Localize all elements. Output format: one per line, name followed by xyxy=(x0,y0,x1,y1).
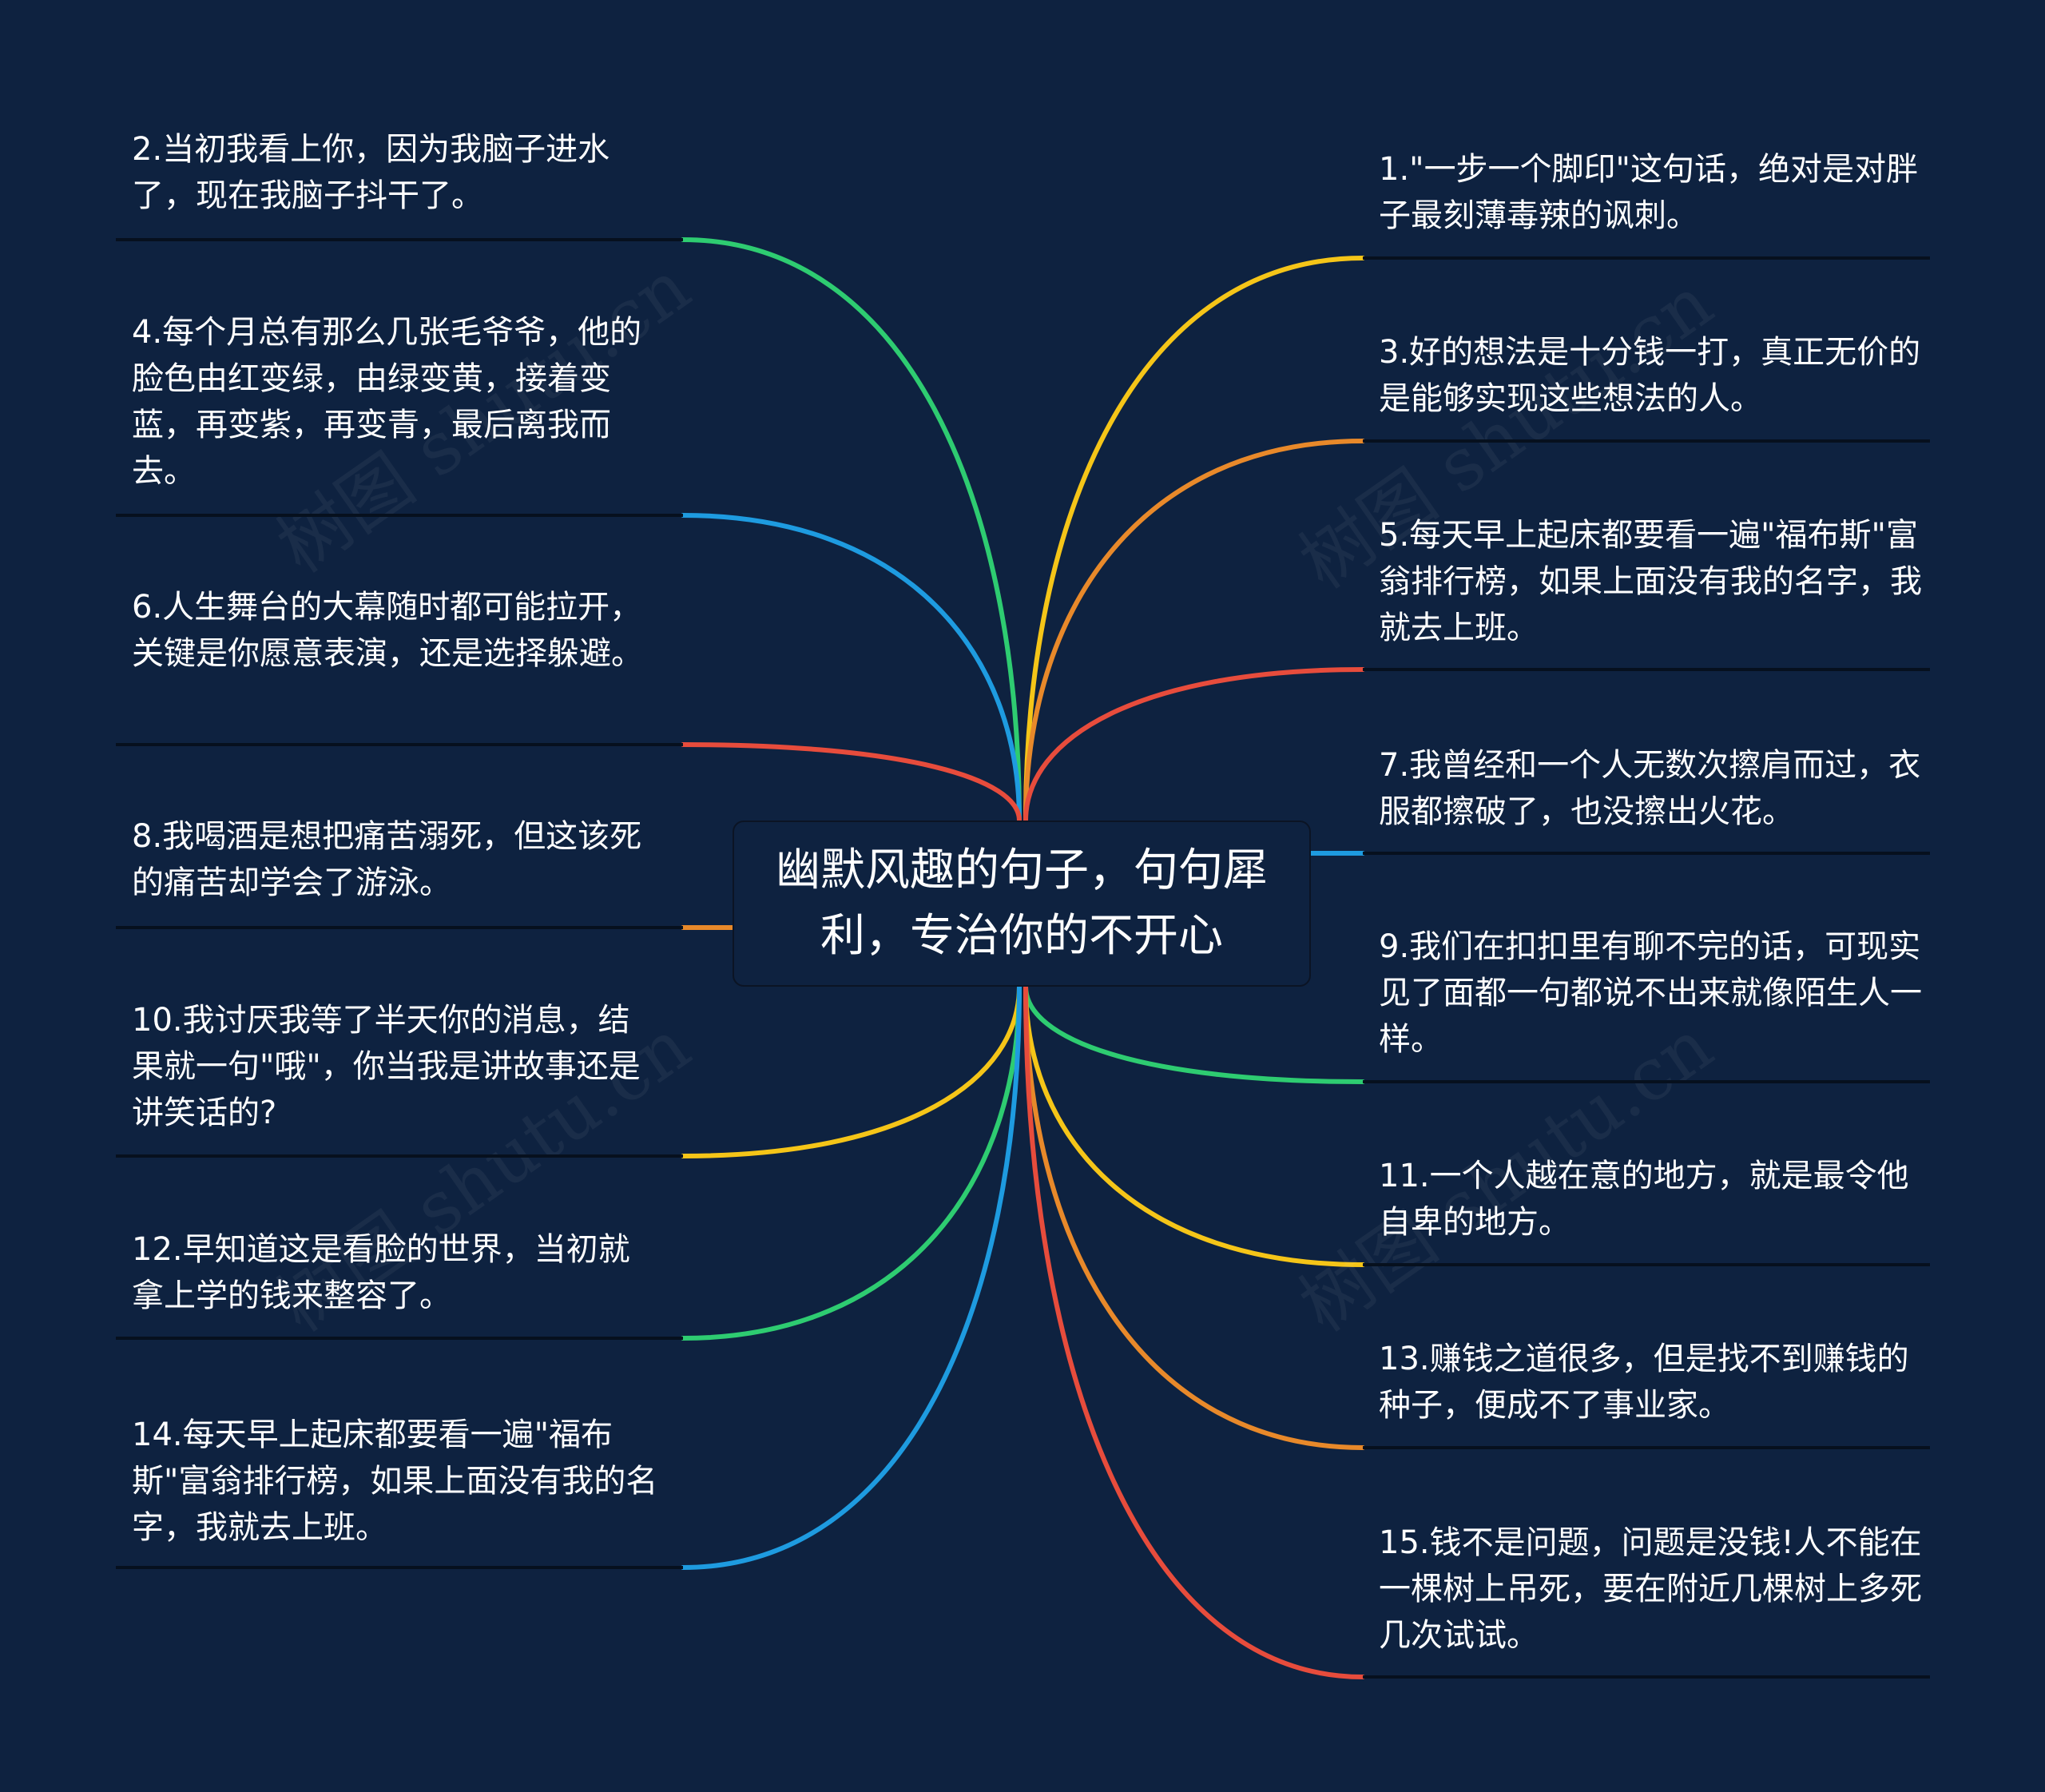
left-topic-3[interactable]: 6.人生舞台的大幕随时都可能拉开，关键是你愿意表演，还是选择躲避。 xyxy=(132,589,643,672)
right-topic-7[interactable]: 13.赚钱之道很多，但是找不到赚钱的种子，便成不了事业家。 xyxy=(1379,1341,1909,1424)
right-topic-2[interactable]: 3.好的想法是十分钱一打，真正无价的是能够实现这些想法的人。 xyxy=(1379,334,1921,417)
right-topic-underline xyxy=(1363,1263,1930,1266)
connector-right-8 xyxy=(1023,984,1365,1679)
connector-left-1 xyxy=(681,237,1022,823)
connector-right-7 xyxy=(1023,984,1365,1450)
left-topic-5[interactable]: 10.我讨厌我等了半天你的消息，结果就一句"哦"，你当我是讲故事还是讲笑话的? xyxy=(132,1002,641,1131)
connector-right-2 xyxy=(1023,439,1365,823)
connector-left-2 xyxy=(681,513,1022,823)
left-topic-underline xyxy=(116,743,683,746)
left-topic-underline xyxy=(116,238,683,241)
right-topic-5[interactable]: 9.我们在扣扣里有聊不完的话，可现实见了面都一句都说不出来就像陌生人一样。 xyxy=(1379,928,1922,1058)
central-topic[interactable]: 幽默风趣的句子，句句犀利，专治你的不开心 xyxy=(733,821,1311,987)
left-topic-underline xyxy=(116,1566,683,1569)
right-topic-underline xyxy=(1363,1080,1930,1083)
right-topic-6[interactable]: 11.一个人越在意的地方，就是最令他自卑的地方。 xyxy=(1379,1158,1909,1241)
left-topic-underline xyxy=(116,926,683,929)
right-topic-underline xyxy=(1363,1446,1930,1449)
connector-right-6 xyxy=(1023,984,1365,1267)
right-topic-3[interactable]: 5.每天早上起床都要看一遍"福布斯"富翁排行榜，如果上面没有我的名字，我就去上班… xyxy=(1379,517,1922,646)
connector-right-5 xyxy=(1023,984,1365,1084)
right-topic-underline xyxy=(1363,668,1930,671)
left-topic-underline xyxy=(116,514,683,517)
connector-left-7 xyxy=(681,984,1022,1570)
connector-left-6 xyxy=(681,984,1022,1341)
left-topic-7[interactable]: 14.每天早上起床都要看一遍"福布斯"富翁排行榜，如果上面没有我的名字，我就去上… xyxy=(132,1417,658,1546)
left-topic-2[interactable]: 4.每个月总有那么几张毛爷爷，他的脸色由红变绿，由绿变黄，接着变蓝，再变紫，再变… xyxy=(132,314,642,490)
connector-right-3 xyxy=(1023,667,1365,823)
left-topic-4[interactable]: 8.我喝酒是想把痛苦溺死，但这该死的痛苦却学会了游泳。 xyxy=(132,818,642,901)
central-topic-title: 幽默风趣的句子，句句犀利，专治你的不开心 xyxy=(776,844,1268,962)
left-topic-underline xyxy=(116,1154,683,1158)
left-topic-underline xyxy=(116,1337,683,1340)
right-topic-underline xyxy=(1363,439,1930,443)
right-topic-underline xyxy=(1363,1675,1930,1679)
connector-left-3 xyxy=(681,742,1022,823)
left-topic-6[interactable]: 12.早知道这是看脸的世界，当初就拿上学的钱来整容了。 xyxy=(132,1231,630,1314)
left-topic-1[interactable]: 2.当初我看上你，因为我脑子进水了，现在我脑子抖干了。 xyxy=(132,131,610,214)
right-topic-underline xyxy=(1363,852,1930,855)
right-topic-1[interactable]: 1."一步一个脚印"这句话，绝对是对胖子最刻薄毒辣的讽刺。 xyxy=(1379,151,1918,234)
right-topic-8[interactable]: 15.钱不是问题，问题是没钱!人不能在一棵树上吊死，要在附近几棵树上多死几次试试… xyxy=(1379,1524,1922,1654)
connector-right-1 xyxy=(1023,256,1365,823)
right-topic-4[interactable]: 7.我曾经和一个人无数次擦肩而过，衣服都擦破了，也没擦出火花。 xyxy=(1379,747,1921,830)
connector-left-5 xyxy=(681,984,1022,1158)
right-topic-underline xyxy=(1363,256,1930,260)
